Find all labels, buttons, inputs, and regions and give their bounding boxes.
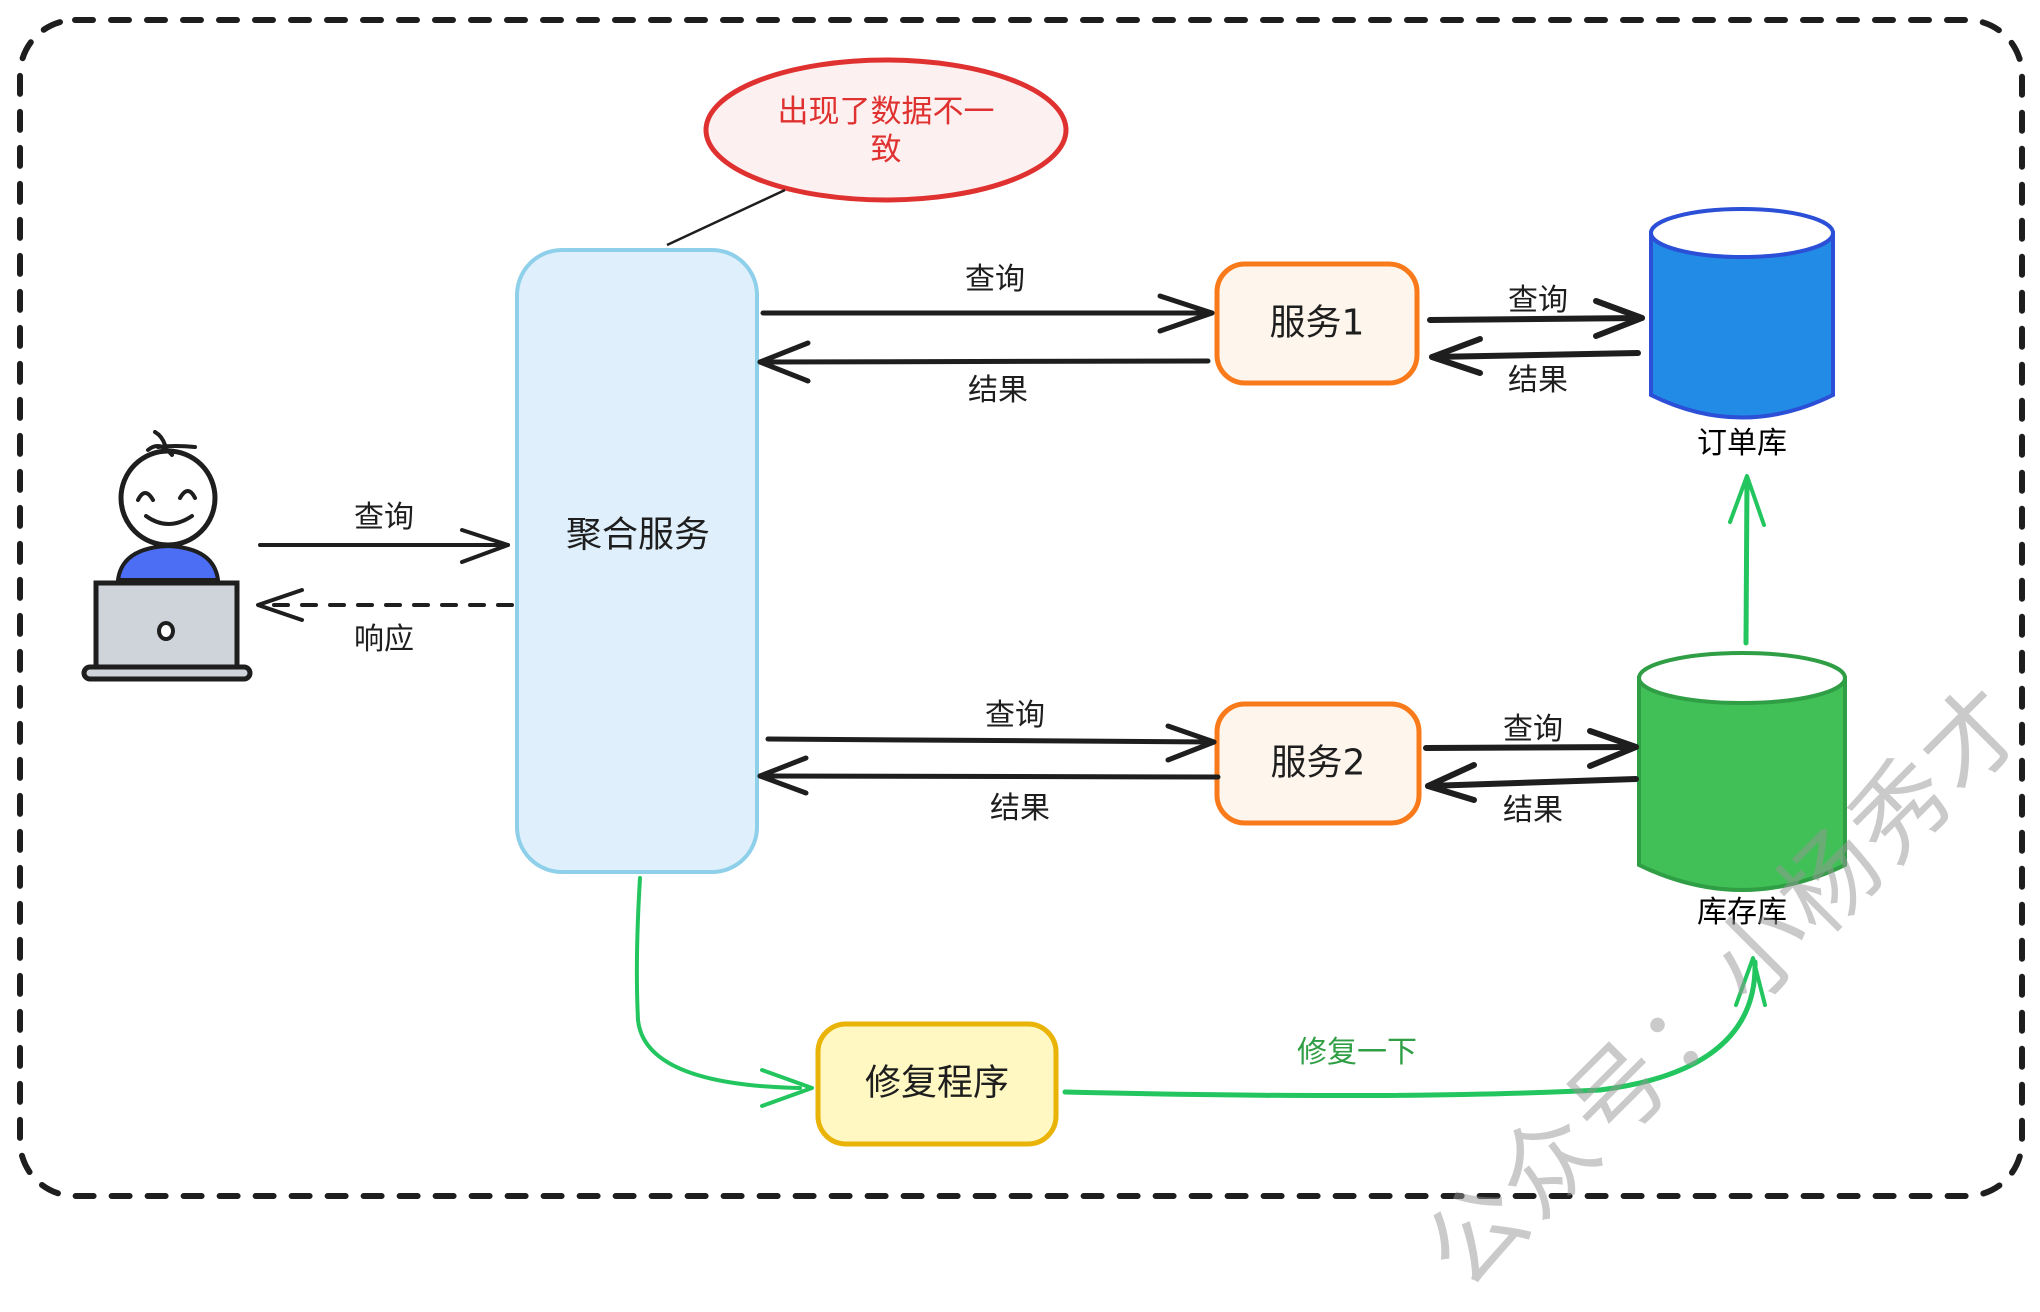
service2-result-label: 结果	[990, 791, 1050, 826]
aggregator-label: 聚合服务	[565, 514, 711, 556]
callout-bubble	[703, 57, 1069, 203]
service2-query-label: 查询	[985, 698, 1045, 733]
inventory-db-query-label: 查询	[1503, 712, 1563, 747]
order-db-label: 订单库	[1697, 426, 1787, 461]
callout-text-line1: 出现了数据不一	[777, 94, 995, 130]
repair-program-box[interactable]	[815, 1021, 1059, 1147]
service2-box[interactable]	[1214, 701, 1422, 826]
service2-query-arrow	[765, 723, 1217, 763]
service1-label: 服务1	[1269, 302, 1365, 344]
service1-result-arrow	[757, 340, 1211, 384]
aggregator-box[interactable]	[515, 248, 759, 874]
service1-result-label: 结果	[968, 373, 1028, 408]
order-db-query-label: 查询	[1508, 283, 1568, 318]
service1-query-label: 查询	[965, 262, 1025, 297]
order-db-cylinder[interactable]	[1649, 207, 1835, 420]
service1-box[interactable]	[1214, 261, 1420, 386]
diagram-canvas: .blk { stroke: #1e1e1e; fill: none; stro…	[17, 17, 2025, 1199]
service2-result-arrow	[757, 755, 1221, 796]
inventory-db-cylinder[interactable]	[1637, 651, 1847, 892]
aggregator-to-repair-arrow	[634, 876, 814, 1108]
inventory-to-order-arrow	[1728, 474, 1766, 646]
user-query-label: 查询	[354, 500, 414, 535]
service2-label: 服务2	[1270, 742, 1366, 784]
inventory-db-query-arrow	[1423, 728, 1639, 769]
fix-label: 修复一下	[1297, 1035, 1417, 1070]
callout-pointer	[666, 188, 786, 247]
user-icon	[81, 430, 253, 682]
repair-to-inventory-arrow	[1062, 956, 1767, 1099]
user-response-label: 响应	[354, 622, 414, 657]
service1-query-arrow	[760, 293, 1215, 334]
inventory-db-result-arrow	[1425, 762, 1639, 803]
user-query-arrow	[258, 528, 510, 564]
aggregator-response-arrow	[256, 588, 514, 622]
inventory-db-label: 库存库	[1697, 895, 1787, 930]
order-db-query-arrow	[1427, 298, 1645, 339]
callout-text-line2: 致	[870, 132, 902, 168]
inventory-db-result-label: 结果	[1503, 793, 1563, 828]
outer-dashed-frame	[17, 17, 2025, 1199]
repair-program-label: 修复程序	[864, 1062, 1010, 1104]
order-db-result-label: 结果	[1508, 363, 1568, 398]
order-db-result-arrow	[1429, 336, 1641, 376]
